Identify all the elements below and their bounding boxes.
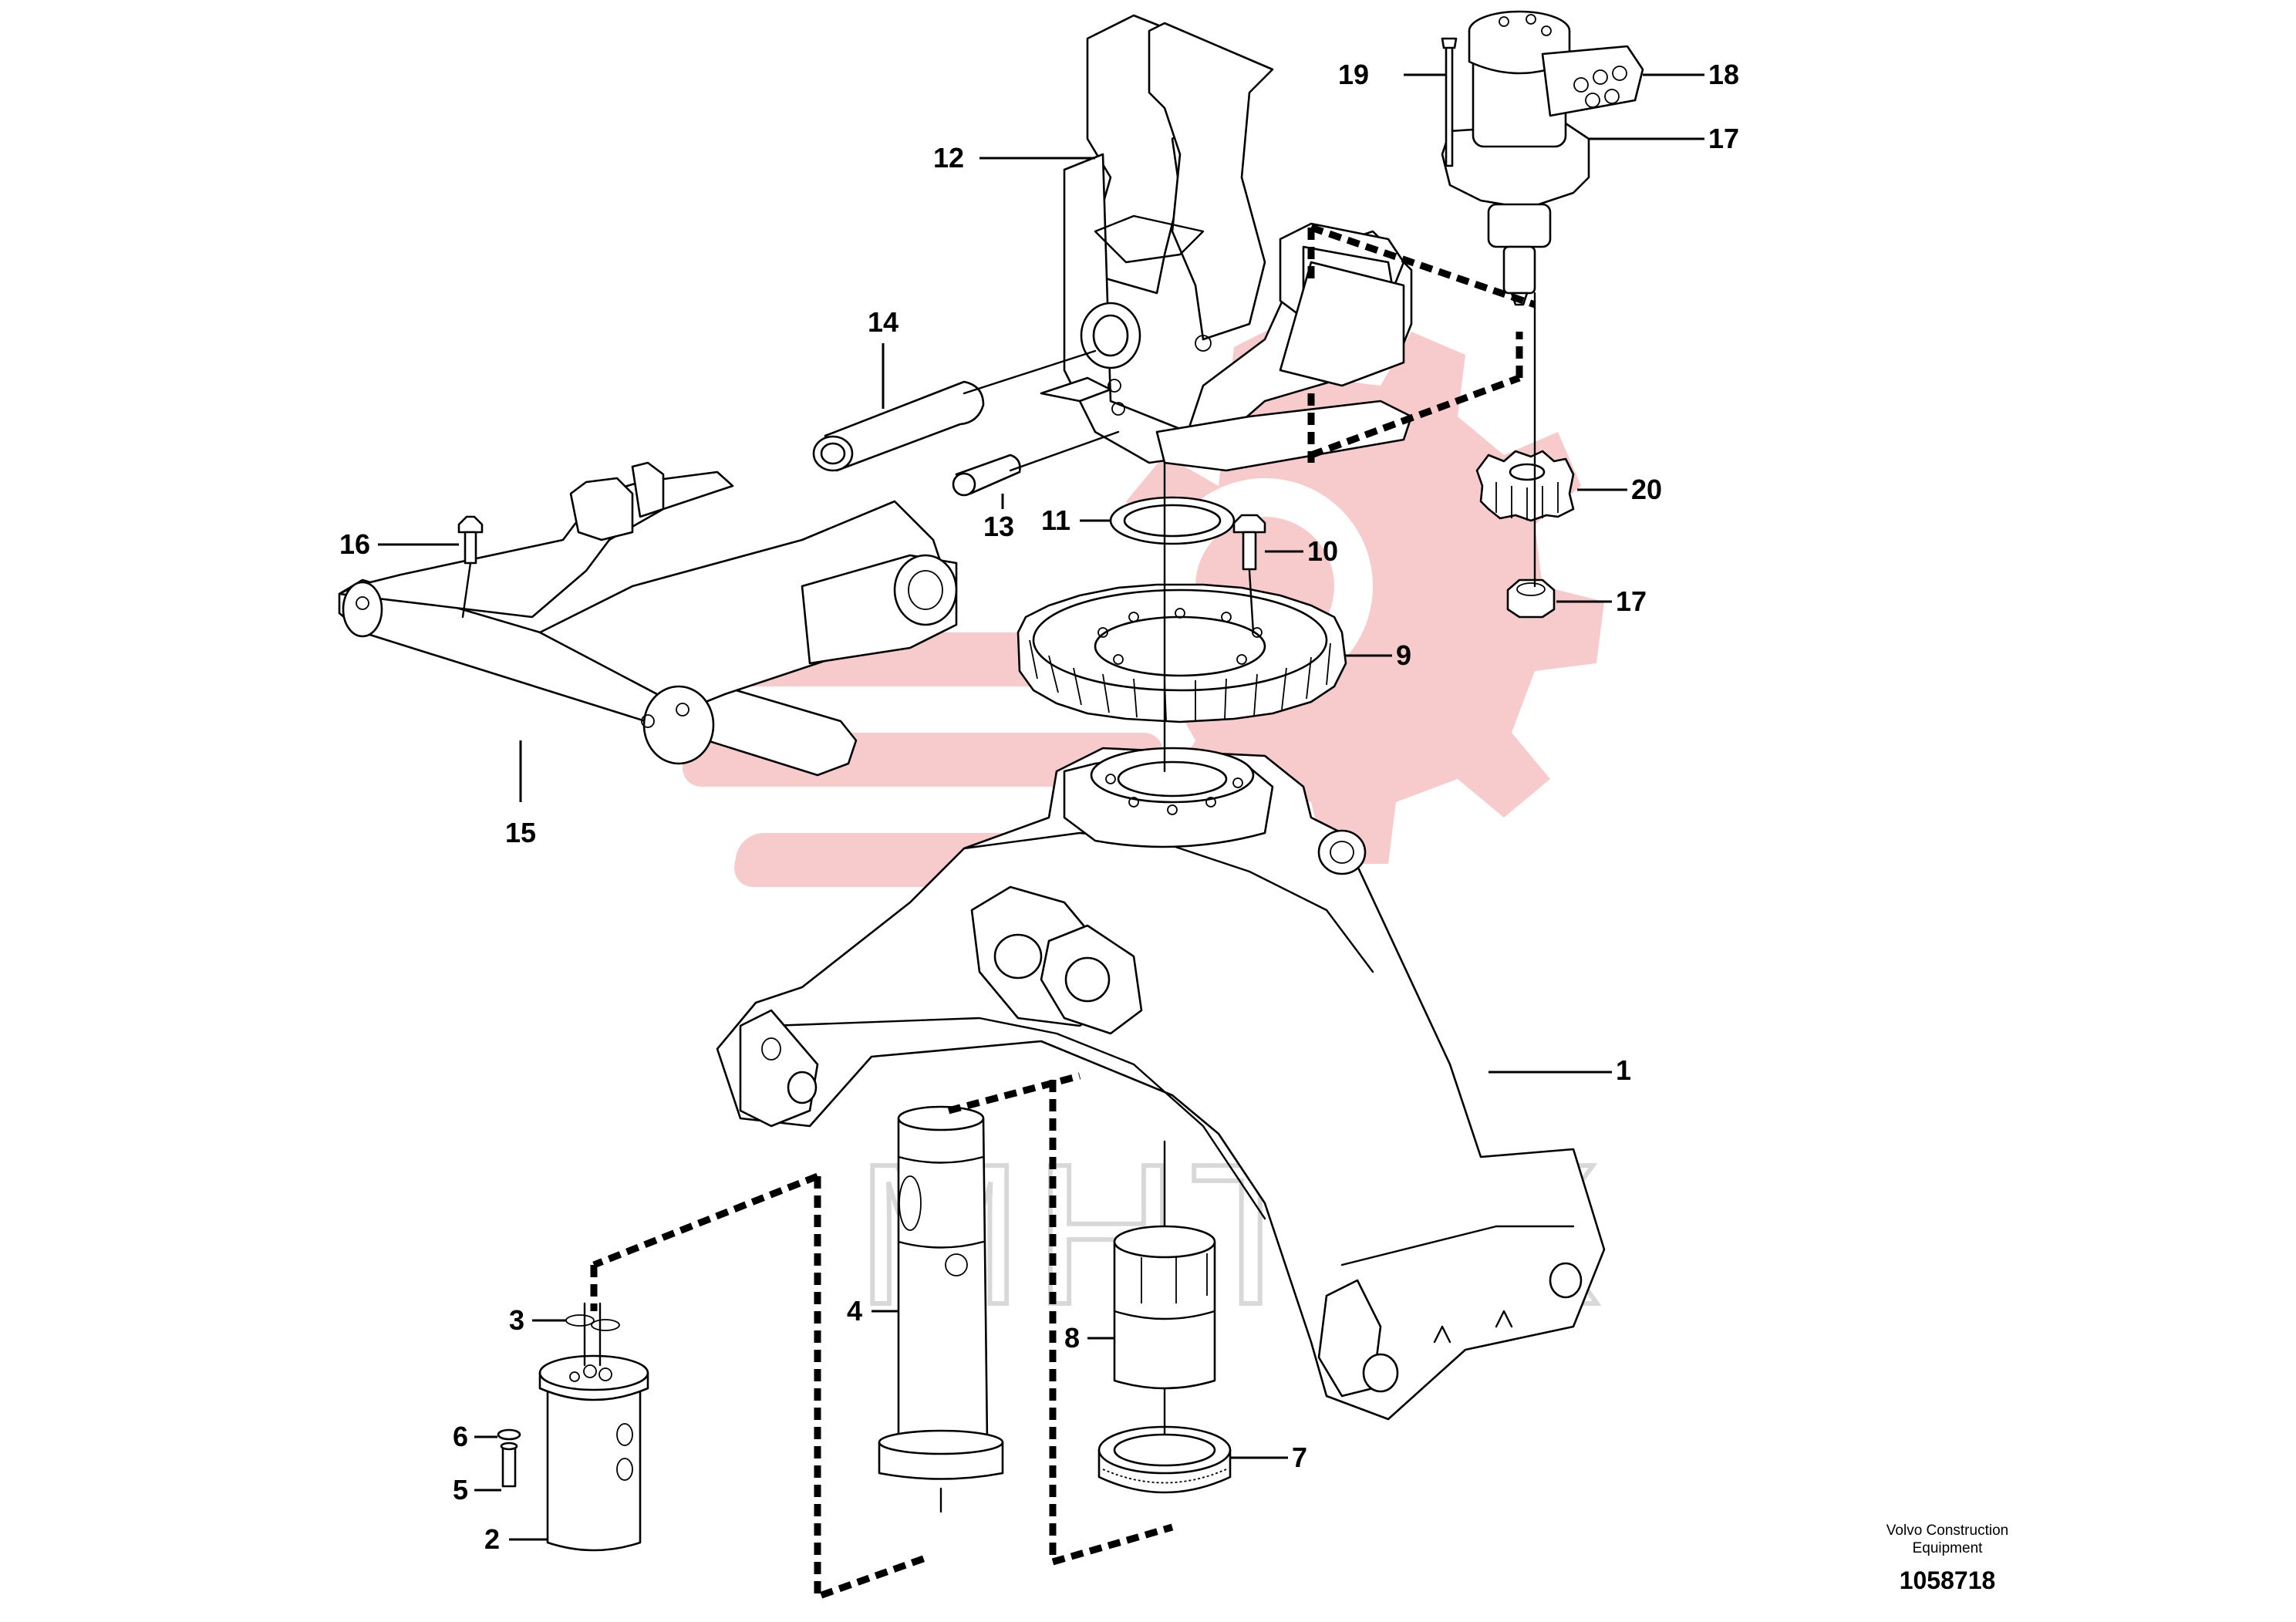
part-15-frame <box>338 461 958 777</box>
assembly-paths <box>461 224 1536 1602</box>
part-2-swivel-block <box>538 1354 649 1552</box>
callout-1: 1 <box>1616 1054 1631 1086</box>
leader-lines <box>378 73 1704 1541</box>
callout-15: 15 <box>505 817 536 848</box>
part-6-washer <box>497 1428 521 1441</box>
part-12-swing-bracket <box>1040 14 1413 472</box>
callout-17-motor: 17 <box>1708 123 1739 154</box>
part-17-hydraulic-motor <box>1441 10 1644 306</box>
part-13-bushing <box>952 454 1021 497</box>
credit-line-1: Volvo Construction <box>1886 1523 2008 1539</box>
callout-labels: 1 2 3 4 5 6 7 8 9 10 11 12 13 14 15 16 1… <box>339 59 1739 1555</box>
callout-18: 18 <box>1708 59 1739 90</box>
callout-11: 11 <box>1041 504 1070 536</box>
part-3-o-rings <box>565 1314 620 1331</box>
part-9-ring-gear <box>1017 583 1347 723</box>
part-1-boom-yoke <box>716 747 1606 1421</box>
callout-12: 12 <box>933 142 964 174</box>
callout-17-nut: 17 <box>1616 585 1647 617</box>
part-20-pinion-gear <box>1475 450 1575 522</box>
part-4-large-pin <box>878 1105 1004 1480</box>
callout-14: 14 <box>868 306 899 338</box>
part-8-bushing <box>1113 1225 1216 1390</box>
document-number: 1058718 <box>1900 1566 1996 1594</box>
callout-7: 7 <box>1292 1442 1307 1473</box>
callout-20: 20 <box>1631 474 1662 505</box>
part-5-screw <box>500 1442 518 1488</box>
callout-4: 4 <box>847 1295 862 1327</box>
callout-19: 19 <box>1338 59 1369 90</box>
part-17-nut <box>1506 578 1556 619</box>
part-7-bearing <box>1097 1425 1232 1494</box>
part-14-pin <box>812 380 985 472</box>
callout-9: 9 <box>1396 639 1411 671</box>
credit-line-2: Equipment <box>1913 1540 1984 1556</box>
callout-16: 16 <box>339 528 370 560</box>
callout-13: 13 <box>983 511 1014 542</box>
callout-5: 5 <box>453 1474 468 1506</box>
part-10-bolt <box>1232 514 1266 571</box>
callout-2: 2 <box>484 1523 500 1555</box>
callout-3: 3 <box>509 1304 524 1336</box>
footer-credit: Volvo Construction Equipment 1058718 <box>1886 1523 2008 1594</box>
part-11-seal-ring <box>1109 496 1236 545</box>
callout-8: 8 <box>1064 1322 1080 1354</box>
callout-6: 6 <box>453 1421 468 1452</box>
callout-10: 10 <box>1307 535 1338 567</box>
